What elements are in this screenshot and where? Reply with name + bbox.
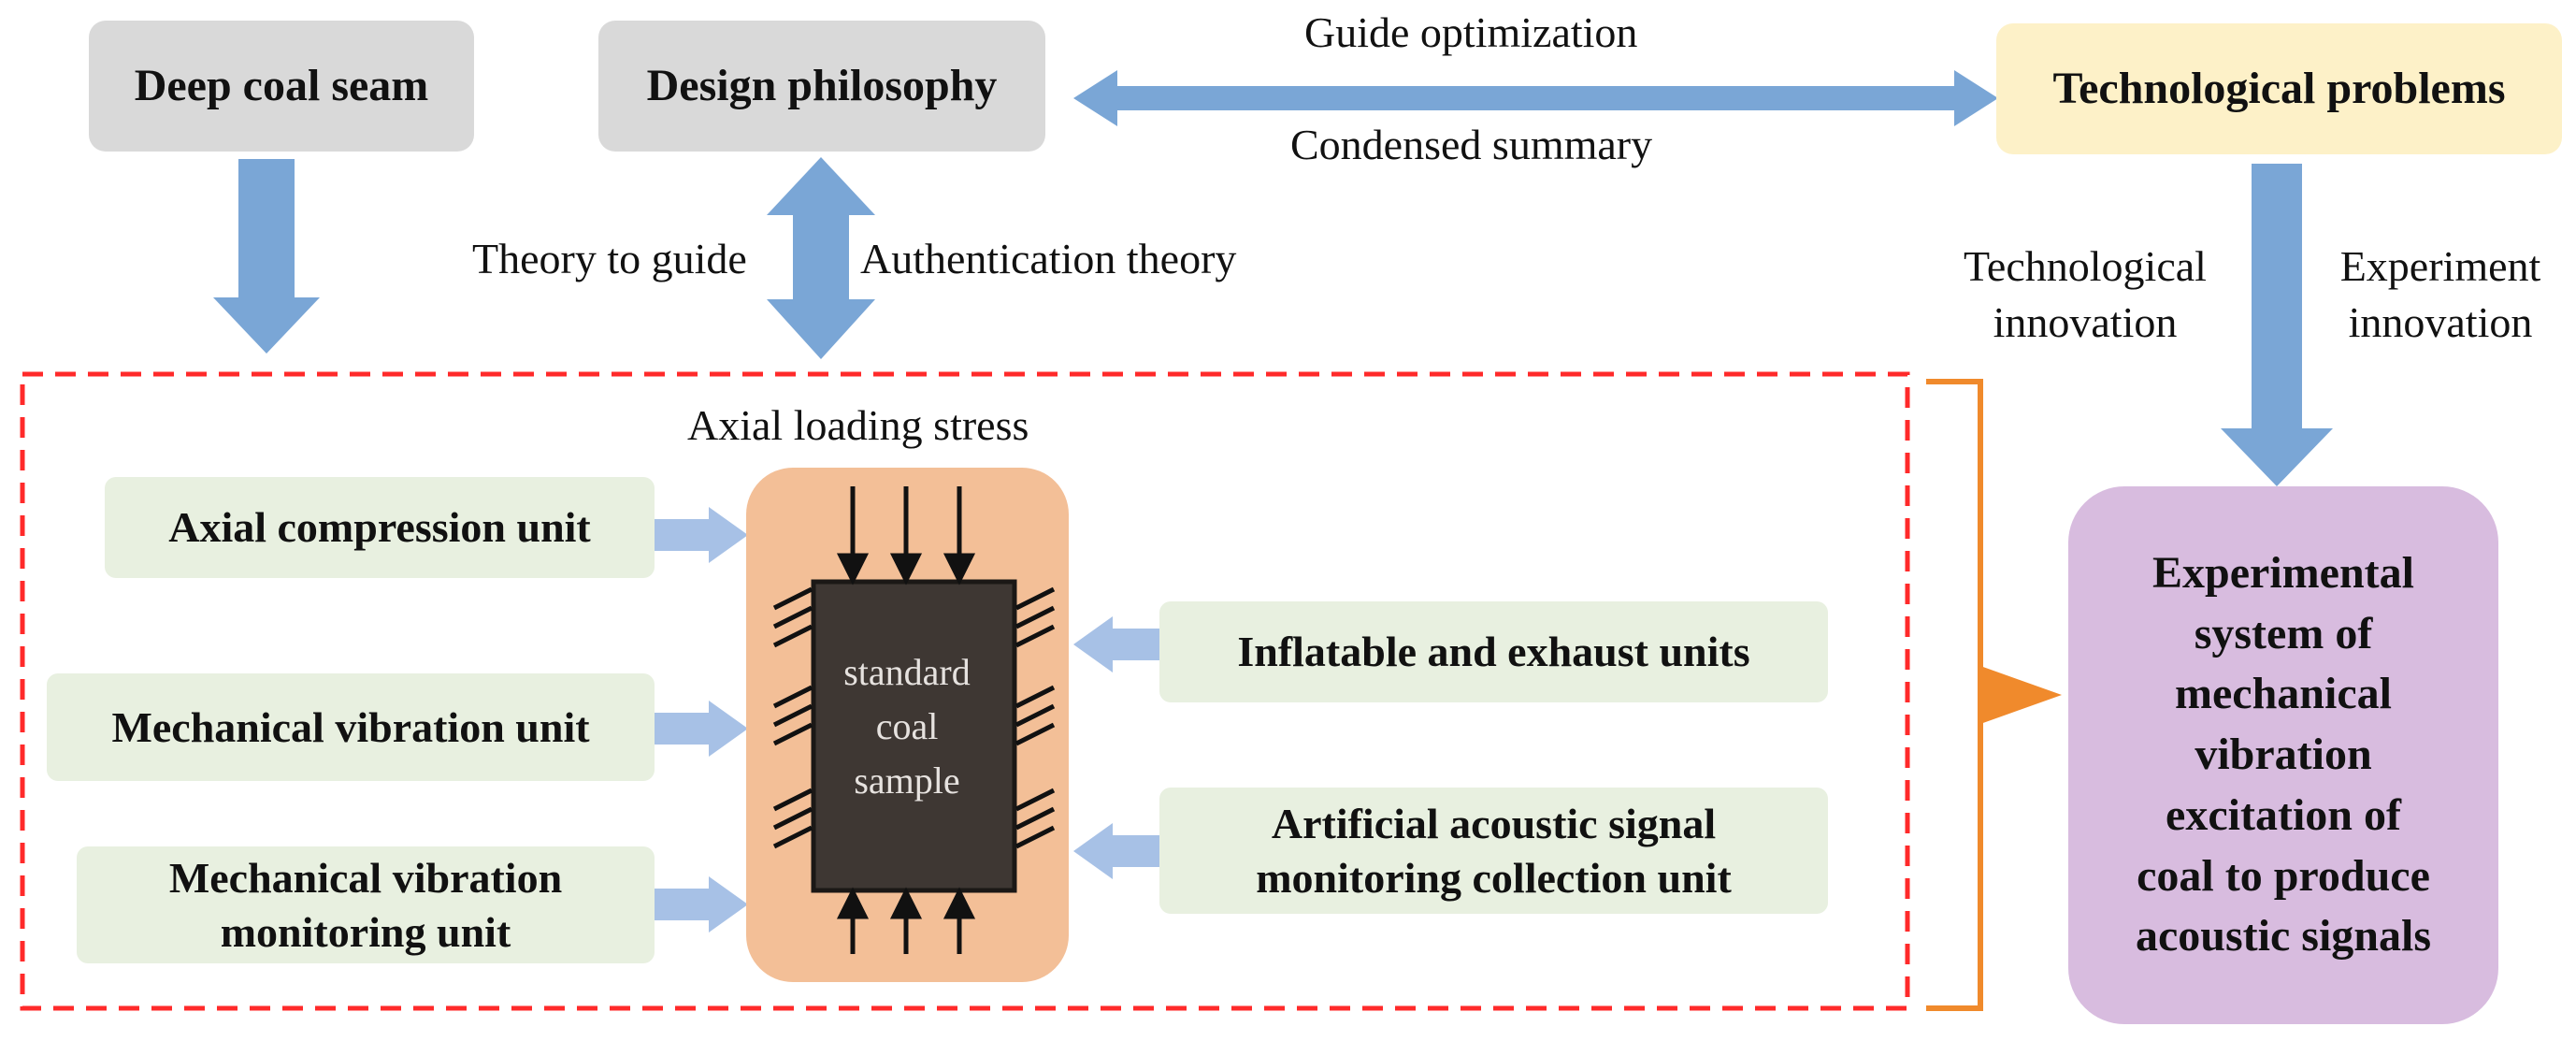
acoustic-signal-unit-line-2: monitoring collection unit	[1256, 853, 1732, 902]
experimental-system-line-3: mechanical	[2175, 669, 2392, 719]
deep-coal-seam-down-arrow	[213, 159, 320, 354]
orange-bracket	[1926, 379, 1983, 1011]
experiment-innovation-line-1: Experiment	[2339, 242, 2541, 290]
experimental-system-box: Experimental system of mechanical vibrat…	[2068, 486, 2498, 1024]
experimental-system-line-4: vibration	[2195, 730, 2372, 780]
design-philosophy-label: Design philosophy	[646, 61, 998, 110]
technological-innovation-line-2: innovation	[1993, 297, 2178, 346]
technological-problems-label: Technological problems	[2052, 64, 2506, 113]
experimental-system-line-2: system of	[2194, 608, 2373, 658]
experimental-system-line-6: coal to produce	[2137, 850, 2430, 901]
mechanical-vibration-unit-box: Mechanical vibration unit	[47, 673, 655, 781]
mechanical-vibration-unit-label: Mechanical vibration unit	[111, 702, 590, 751]
acoustic-signal-arrow	[1073, 823, 1159, 879]
horizontal-double-arrow	[1073, 70, 1998, 126]
acoustic-signal-unit-box: Artificial acoustic signal monitoring co…	[1159, 788, 1828, 914]
right-side-hatches	[1015, 586, 1056, 849]
bottom-load-arrows	[836, 887, 976, 954]
mechanical-vibration-arrow	[655, 701, 748, 757]
sample-text-line-2: coal	[875, 705, 939, 747]
authentication-theory-label: Authentication theory	[860, 235, 1237, 282]
deep-coal-seam-label: Deep coal seam	[134, 61, 429, 110]
axial-compression-arrow	[655, 507, 748, 563]
top-load-arrows	[836, 486, 976, 586]
monitoring-unit-line-2: monitoring unit	[220, 907, 511, 956]
inflatable-exhaust-arrow	[1073, 616, 1159, 672]
experiment-innovation-label: Experiment innovation	[2310, 239, 2571, 351]
design-philosophy-box: Design philosophy	[598, 21, 1045, 152]
inflatable-exhaust-units-box: Inflatable and exhaust units	[1159, 601, 1828, 702]
experimental-system-line-7: acoustic signals	[2135, 911, 2432, 961]
guide-optimization-label: Guide optimization	[1304, 8, 1638, 56]
orange-pointer	[1980, 666, 2062, 724]
technological-innovation-line-1: Technological	[1964, 242, 2207, 290]
theory-to-guide-label: Theory to guide	[472, 235, 747, 282]
acoustic-signal-unit-line-1: Artificial acoustic signal	[1271, 800, 1717, 847]
experimental-system-line-5: excitation of	[2166, 789, 2401, 840]
condensed-summary-label: Condensed summary	[1290, 121, 1653, 168]
technological-problems-down-arrow	[2221, 164, 2333, 486]
sample-text-line-3: sample	[854, 759, 960, 802]
sample-text: standard coal sample	[804, 645, 1010, 808]
monitoring-unit-line-1: Mechanical vibration	[168, 854, 563, 902]
design-philosophy-double-arrow	[767, 157, 875, 359]
standard-coal-sample	[811, 579, 1017, 893]
technological-innovation-label: Technological innovation	[1945, 239, 2225, 351]
axial-compression-unit-box: Axial compression unit	[105, 477, 655, 578]
monitoring-unit-arrow	[655, 876, 748, 933]
deep-coal-seam-box: Deep coal seam	[89, 21, 474, 152]
axial-compression-unit-label: Axial compression unit	[168, 503, 591, 552]
sample-text-line-1: standard	[843, 651, 971, 693]
experimental-system-line-1: Experimental	[2152, 547, 2414, 598]
left-side-hatches	[772, 586, 813, 849]
experiment-innovation-line-2: innovation	[2348, 297, 2533, 346]
inflatable-exhaust-units-label: Inflatable and exhaust units	[1237, 628, 1750, 676]
axial-loading-stress-label: Axial loading stress	[687, 401, 1029, 449]
mechanical-vibration-monitoring-unit-box: Mechanical vibration monitoring unit	[77, 846, 655, 963]
system-dashed-frame	[20, 371, 1910, 1011]
technological-problems-box: Technological problems	[1996, 23, 2562, 154]
